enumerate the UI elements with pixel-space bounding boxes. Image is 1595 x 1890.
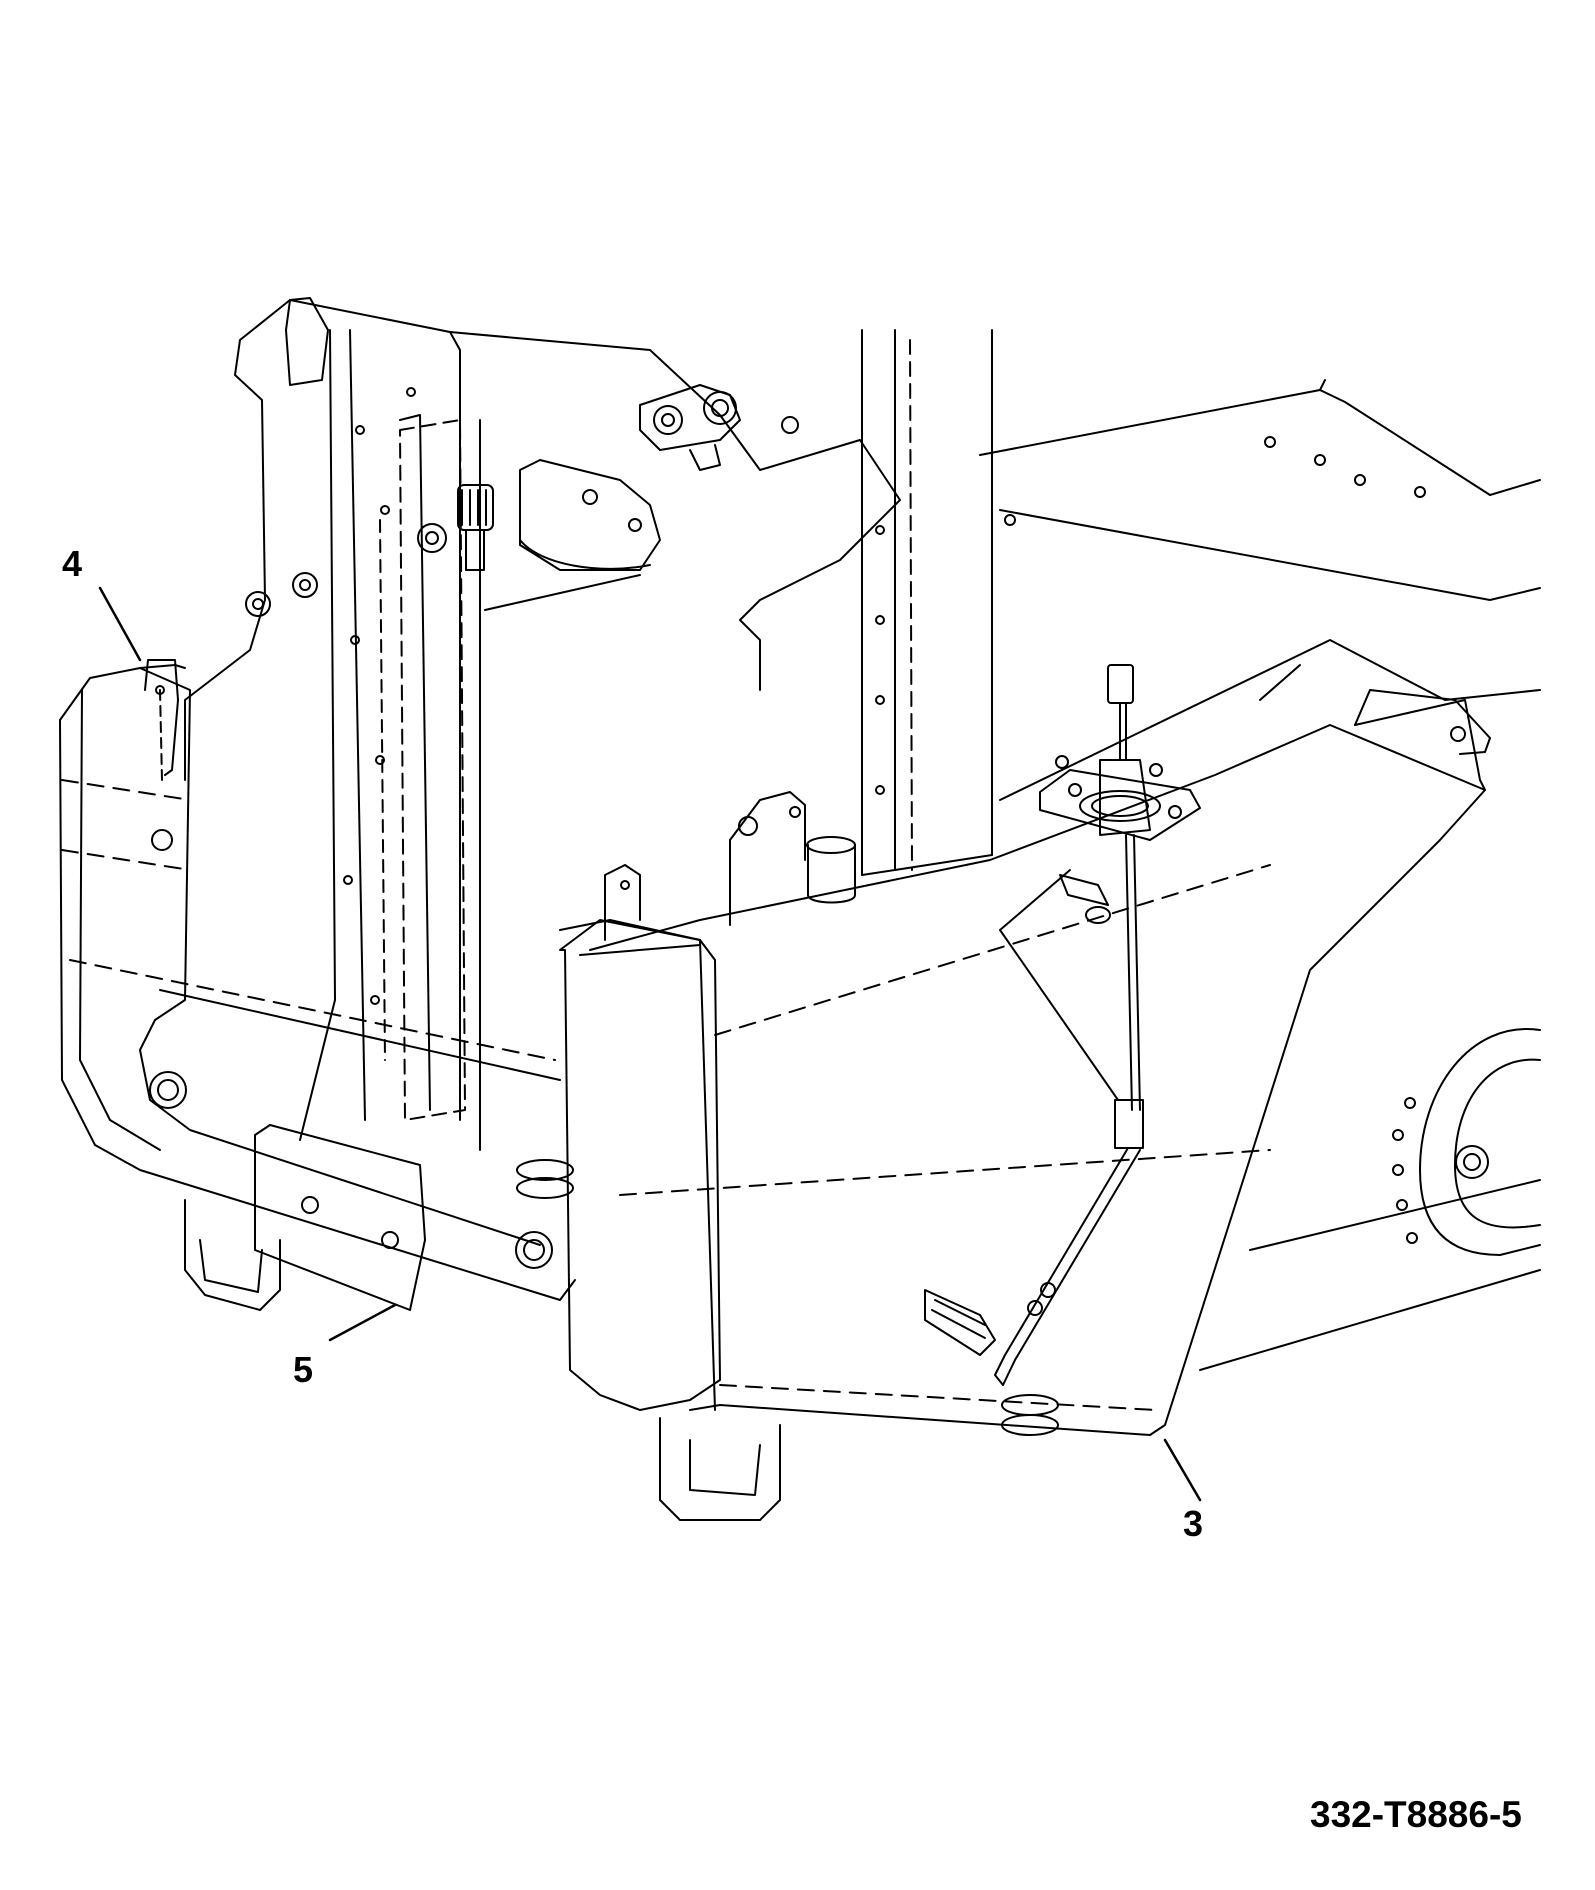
figure-reference: 332-T8886-5 <box>1310 1794 1522 1835</box>
callout-3: 3 <box>1183 1503 1204 1544</box>
callout-5: 5 <box>293 1349 314 1390</box>
mast-upright-tube <box>861 329 993 876</box>
leader-line-3 <box>1163 1438 1202 1502</box>
leader-line-4 <box>98 586 142 662</box>
leader-line-5 <box>328 1303 397 1342</box>
hydraulic-fittings <box>639 384 799 471</box>
filter-housing <box>417 459 661 611</box>
fuel-tank <box>559 689 1491 1521</box>
wheel-hub <box>1392 1028 1541 1256</box>
counterweight-bumper <box>59 572 576 1311</box>
chassis-frame <box>979 379 1541 1371</box>
mast-left-plate <box>184 297 901 1151</box>
callout-4: 4 <box>62 543 83 584</box>
fuel-sender-unit <box>924 664 1201 1386</box>
leader-lines <box>98 586 1202 1502</box>
